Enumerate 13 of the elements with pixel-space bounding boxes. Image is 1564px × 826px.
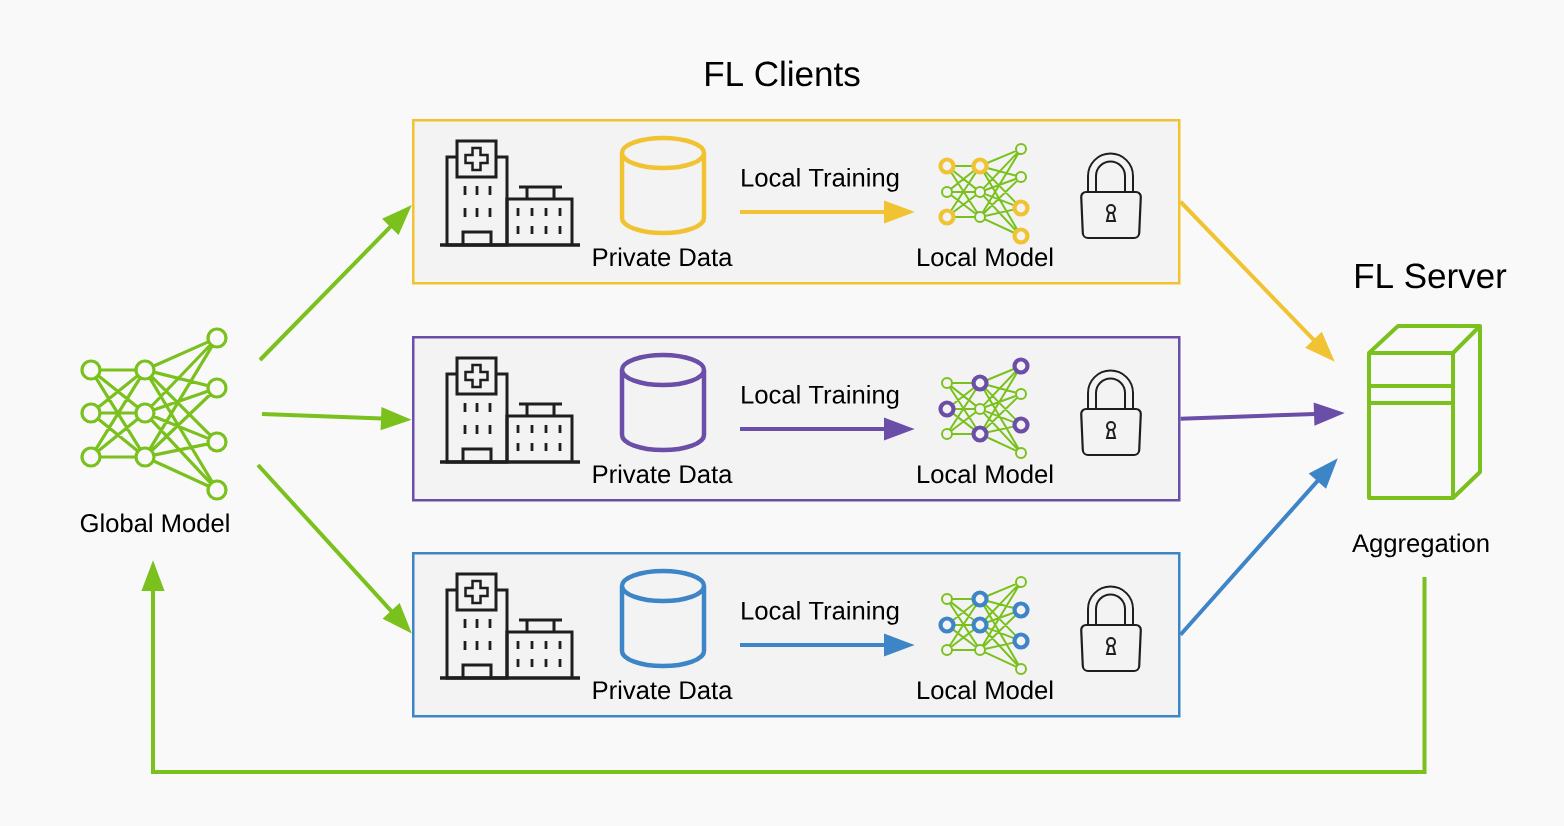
heading: FL Clients <box>706 60 860 87</box>
node-label: Private Data <box>593 247 733 267</box>
node-label: Aggregation <box>1352 533 1489 558</box>
node-label: Global Model <box>80 513 229 533</box>
node-label: Local Model <box>918 464 1053 484</box>
edge-label: Local Training <box>742 600 899 625</box>
node-label: Private Data <box>593 680 733 700</box>
edge-label: Local Training <box>742 384 899 409</box>
heading: FL Server <box>1356 263 1507 289</box>
node-label: Local Model <box>918 680 1053 700</box>
node-label: Private Data <box>593 464 733 484</box>
edge-label: Local Training <box>742 167 899 192</box>
node-label: Local Model <box>918 247 1053 267</box>
